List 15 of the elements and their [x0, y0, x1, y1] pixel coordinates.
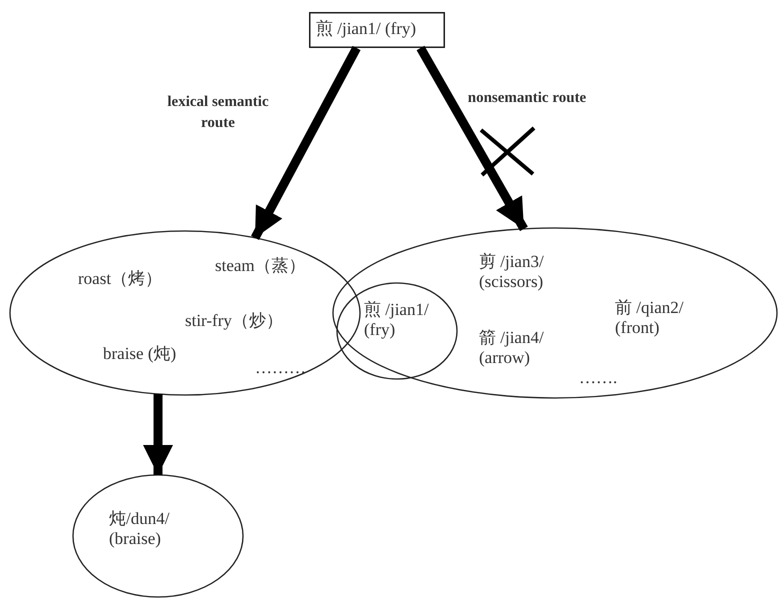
word-label: 前 /qian2/ (front) — [615, 298, 684, 339]
word-label: roast（烤） — [78, 269, 162, 290]
word-label: 煎 /jian1/ (fry) — [316, 19, 416, 40]
word-label: ……. — [579, 368, 618, 388]
word-label: steam（蒸） — [215, 256, 306, 276]
word-label: 炖/dun4/ (braise) — [109, 509, 170, 550]
word-label: braise (炖) — [103, 344, 176, 364]
word-label: 煎 /jian1/ (fry) — [364, 300, 430, 341]
word-label: 剪 /jian3/ (scissors) — [479, 252, 545, 293]
arrow — [251, 46, 361, 240]
arrow — [416, 46, 528, 232]
arrow — [143, 394, 174, 475]
word-label: ……… — [255, 358, 306, 378]
word-label: stir-fry（炒） — [185, 311, 283, 332]
word-label: 箭 /jian4/ (arrow) — [479, 328, 545, 369]
